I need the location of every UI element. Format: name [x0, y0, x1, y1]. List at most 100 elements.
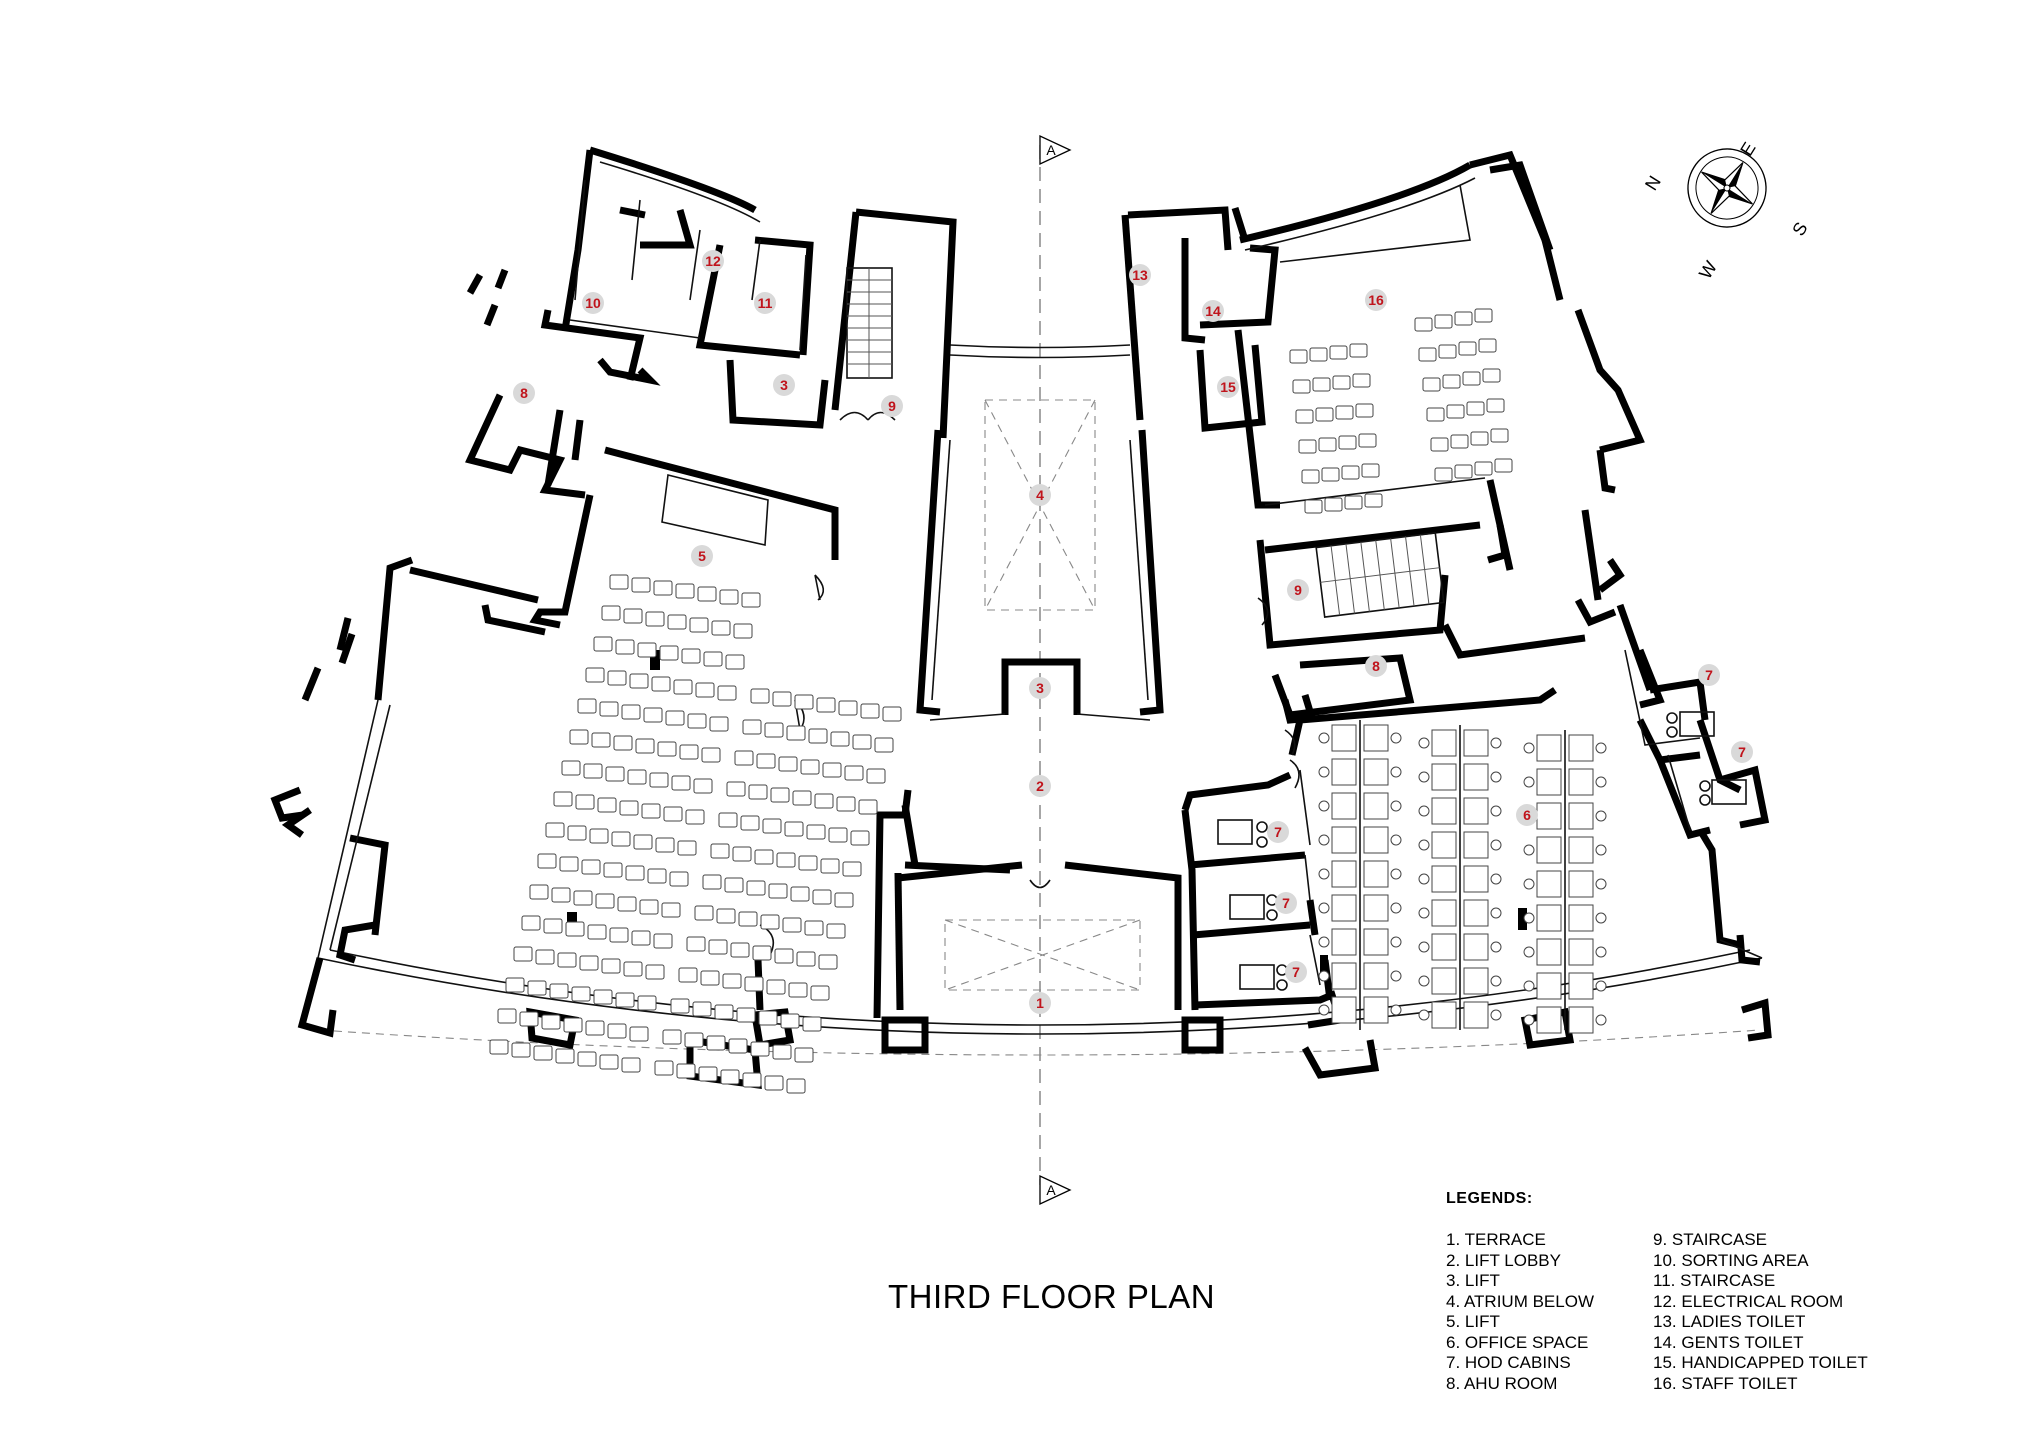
room-number: 9: [888, 398, 896, 414]
seat: [607, 670, 627, 686]
seat: [744, 976, 764, 992]
seat: [557, 952, 577, 968]
chair: [1490, 873, 1502, 885]
seat: [1358, 433, 1377, 448]
room-badge: 16: [1365, 289, 1387, 311]
seat: [716, 908, 736, 924]
seat: [661, 902, 681, 918]
compass-south: S: [1788, 219, 1811, 240]
legend-item: 4. ATRIUM BELOW: [1446, 1291, 1594, 1311]
terrace-void: [944, 919, 1141, 991]
seat: [1438, 344, 1457, 359]
chair: [1523, 912, 1535, 924]
seat: [794, 694, 814, 710]
legend-item: 1. TERRACE: [1446, 1230, 1546, 1249]
seat: [1324, 497, 1343, 512]
workstation: [1363, 860, 1389, 888]
seat: [615, 639, 635, 655]
legend-item: 2. LIFT LOBBY: [1446, 1250, 1561, 1270]
seat: [675, 583, 695, 599]
workstation: [1331, 962, 1357, 990]
seat: [631, 930, 651, 946]
seat: [714, 1004, 734, 1020]
seat: [1301, 469, 1320, 484]
chair: [1595, 1014, 1607, 1026]
seat: [607, 1023, 627, 1039]
workstation: [1568, 870, 1594, 898]
seat: [671, 775, 691, 791]
seat: [687, 713, 707, 729]
chair: [1490, 839, 1502, 851]
seat: [535, 949, 555, 965]
seat: [692, 1001, 712, 1017]
seat: [804, 920, 824, 936]
seat: [686, 936, 706, 952]
room-badge: 4: [1029, 484, 1051, 506]
seat: [778, 756, 798, 772]
seat: [621, 704, 641, 720]
room-badge: 9: [881, 395, 903, 417]
seat: [1490, 428, 1509, 443]
chair: [1523, 980, 1535, 992]
legend-item: 3. LIFT: [1446, 1271, 1500, 1290]
seat: [563, 1017, 583, 1033]
seat: [810, 985, 830, 1001]
section-label-bottom: A: [1046, 1182, 1056, 1198]
seat: [613, 735, 633, 751]
seat: [750, 1041, 770, 1057]
seat: [826, 923, 846, 939]
seat: [750, 688, 770, 704]
room-badge: 8: [1365, 655, 1387, 677]
seat: [754, 849, 774, 865]
workstation: [1363, 826, 1389, 854]
seat: [587, 924, 607, 940]
seat: [589, 828, 609, 844]
seat: [679, 744, 699, 760]
seat: [511, 1042, 531, 1058]
legend-item: 5. LIFT: [1446, 1312, 1500, 1331]
seat: [708, 939, 728, 955]
seat: [1470, 431, 1489, 446]
seat: [1335, 405, 1354, 420]
seat: [782, 917, 802, 933]
chair: [1390, 732, 1402, 744]
workstation: [1536, 1006, 1562, 1034]
seat: [619, 800, 639, 816]
seat: [645, 611, 665, 627]
room-badge: 14: [1202, 300, 1224, 322]
seat: [617, 896, 637, 912]
seat: [858, 799, 878, 815]
atrium-top-curve: [949, 344, 1131, 349]
room-number: 6: [1523, 807, 1531, 823]
seat: [555, 1048, 575, 1064]
workstation: [1331, 928, 1357, 956]
room-number: 14: [1205, 303, 1221, 319]
chair: [1523, 844, 1535, 856]
workstation: [1431, 967, 1457, 995]
workstation: [1463, 899, 1489, 927]
seat: [676, 1063, 696, 1079]
seat: [742, 719, 762, 735]
seat: [1458, 341, 1477, 356]
workstation: [1536, 734, 1562, 762]
chair: [1418, 771, 1430, 783]
workstation: [1431, 1001, 1457, 1029]
seat: [553, 791, 573, 807]
seat: [741, 592, 761, 608]
seat: [772, 1044, 792, 1060]
room-number: 10: [585, 295, 601, 311]
seat: [882, 706, 902, 722]
right-wing: [1121, 150, 1772, 1079]
room-badge: 7: [1731, 741, 1753, 763]
seat: [651, 676, 671, 692]
seat: [527, 980, 547, 996]
chair: [1418, 907, 1430, 919]
seat: [649, 772, 669, 788]
chair: [1523, 878, 1535, 890]
seat: [577, 698, 597, 714]
staff-room-seating: [1289, 308, 1513, 514]
seat: [838, 700, 858, 716]
room-number: 13: [1132, 267, 1148, 283]
